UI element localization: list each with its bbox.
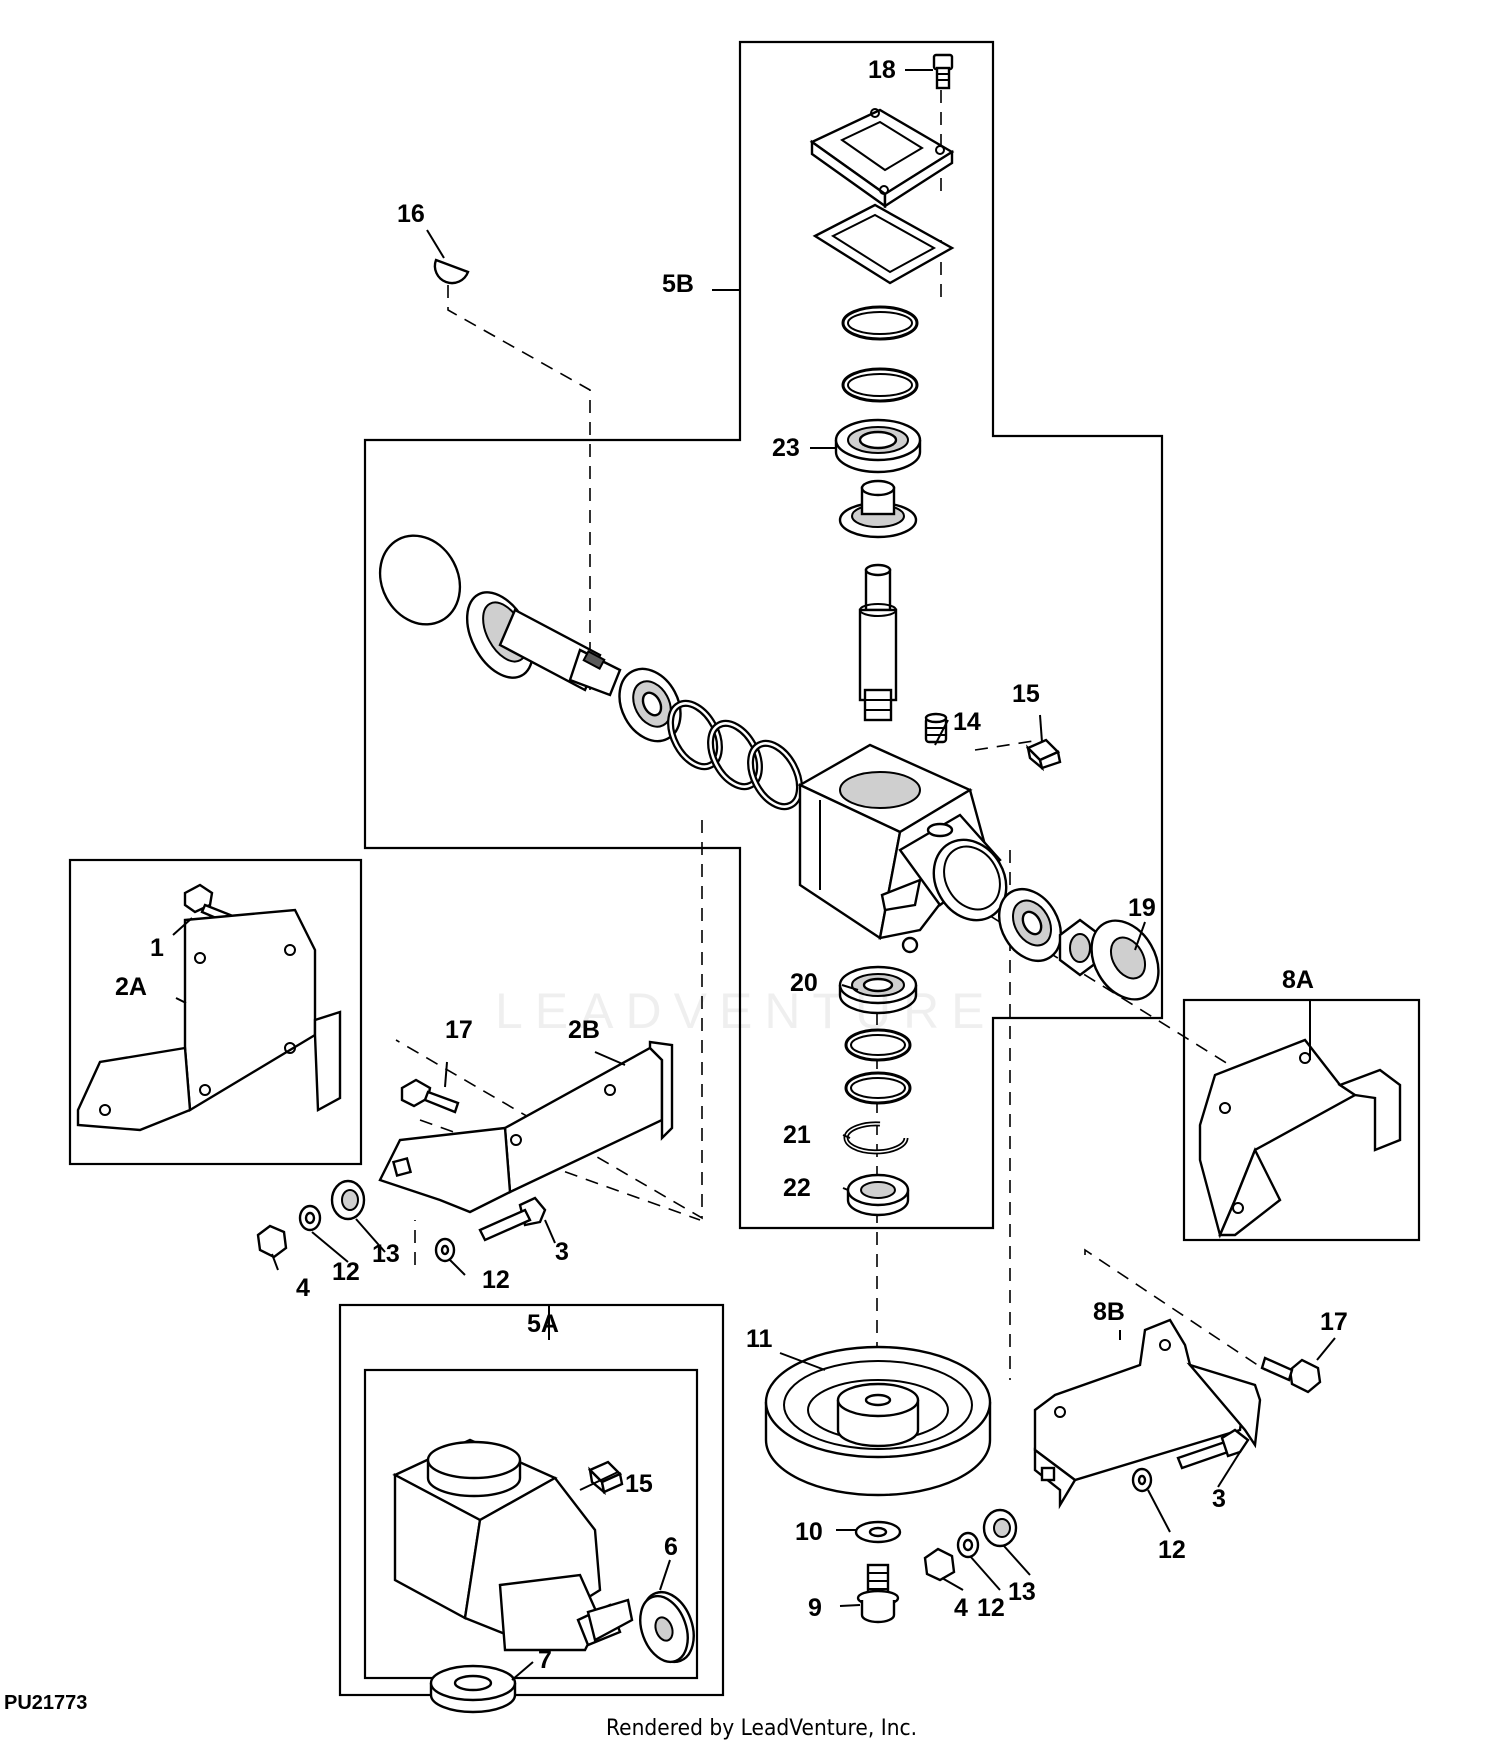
part-13-bushing-2b bbox=[330, 1179, 366, 1221]
callout-5a: 5A bbox=[527, 1310, 559, 1338]
callout-9: 9 bbox=[808, 1594, 822, 1622]
callout-12-right-a: 12 bbox=[1158, 1536, 1186, 1564]
part-9-bolt bbox=[856, 1563, 900, 1624]
gearbox-housing bbox=[797, 743, 1008, 954]
watermark: LEADVENTURE bbox=[495, 983, 997, 1039]
group-5a-outline bbox=[338, 1303, 725, 1697]
lower-o-rings bbox=[844, 1028, 912, 1105]
part-12-washer-2b-a bbox=[298, 1204, 322, 1232]
upper-o-rings bbox=[841, 305, 919, 403]
input-shaft-bearing bbox=[618, 667, 682, 743]
callout-4-left: 4 bbox=[296, 1274, 310, 1302]
callout-19: 19 bbox=[1128, 894, 1156, 922]
part-8b-bracket bbox=[1033, 1318, 1262, 1510]
part-3-bolt-2b bbox=[478, 1196, 547, 1242]
callout-10: 10 bbox=[795, 1518, 823, 1546]
callout-17-right: 17 bbox=[1320, 1308, 1348, 1336]
part-23-bearing bbox=[834, 418, 922, 474]
callout-15-top: 15 bbox=[1012, 680, 1040, 708]
callout-7: 7 bbox=[538, 1646, 552, 1674]
callout-12-left-a: 12 bbox=[332, 1258, 360, 1286]
callout-4-right: 4 bbox=[954, 1594, 968, 1622]
part-18-bolt bbox=[932, 53, 954, 90]
group-5b-outline bbox=[363, 40, 1164, 1230]
part-22-seal bbox=[846, 1173, 910, 1217]
part-12-washer-8b-a bbox=[1131, 1467, 1153, 1493]
vertical-shaft bbox=[858, 563, 898, 722]
part-8a-bracket bbox=[1198, 1038, 1402, 1239]
part-5a-gearbox bbox=[392, 1438, 634, 1652]
callout-11: 11 bbox=[746, 1325, 773, 1353]
part-15-plug-top bbox=[1025, 738, 1062, 772]
part-19-seal bbox=[1090, 919, 1160, 1001]
callout-8a: 8A bbox=[1282, 966, 1314, 994]
callout-8b: 8B bbox=[1093, 1298, 1125, 1326]
callout-15-5a: 15 bbox=[625, 1470, 653, 1498]
part-6-spacer bbox=[639, 1590, 695, 1664]
part-13-bushing-8b bbox=[982, 1508, 1018, 1548]
side-bearing bbox=[997, 888, 1063, 962]
part-17-bolt-8b bbox=[1260, 1356, 1322, 1394]
group-2a-outline bbox=[68, 858, 363, 1166]
callout-21: 21 bbox=[783, 1121, 811, 1149]
callout-16: 16 bbox=[397, 200, 425, 228]
render-credit: Rendered by LeadVenture, Inc. bbox=[606, 1716, 918, 1741]
input-shaft-o-rings bbox=[667, 699, 803, 811]
part-12-washer-2b-b bbox=[434, 1237, 456, 1263]
callout-2a: 2A bbox=[115, 973, 147, 1001]
callout-13-right: 13 bbox=[1008, 1578, 1036, 1606]
callout-5b: 5B bbox=[662, 270, 694, 298]
part-16-key bbox=[433, 258, 470, 285]
part-15-plug-5a bbox=[587, 1460, 624, 1496]
callout-20: 20 bbox=[790, 969, 818, 997]
input-shaft-cap bbox=[378, 534, 462, 626]
input-shaft bbox=[465, 591, 622, 697]
callout-18: 18 bbox=[868, 56, 896, 84]
callout-leaders bbox=[172, 69, 1336, 1681]
group-8a-outline bbox=[1182, 998, 1421, 1242]
part-21-snap-ring bbox=[843, 1121, 909, 1155]
callout-3-right: 3 bbox=[1212, 1485, 1226, 1513]
callout-1: 1 bbox=[150, 934, 164, 962]
part-4-nut-2b bbox=[256, 1224, 288, 1259]
part-4-nut-8b bbox=[923, 1547, 956, 1582]
callout-6: 6 bbox=[664, 1533, 678, 1561]
part-3-bolt-8b bbox=[1176, 1428, 1250, 1470]
shaft-seal-collar bbox=[838, 479, 918, 539]
side-nut bbox=[1058, 918, 1102, 977]
callout-12-left-b: 12 bbox=[482, 1266, 510, 1294]
callout-labels: 18 16 5B 23 15 14 19 20 21 22 1 2A 17 2B… bbox=[115, 56, 1348, 1674]
part-10-washer bbox=[854, 1520, 902, 1544]
part-12-washer-8b-b bbox=[956, 1531, 980, 1559]
callout-2b: 2B bbox=[568, 1016, 600, 1044]
part-2a-bracket bbox=[76, 908, 342, 1132]
gearbox-cover-plate bbox=[809, 108, 955, 209]
callout-23: 23 bbox=[772, 434, 800, 462]
callout-13-left: 13 bbox=[372, 1240, 400, 1268]
callout-14: 14 bbox=[953, 708, 981, 736]
callout-3-left: 3 bbox=[555, 1238, 569, 1266]
part-20-bearing bbox=[838, 965, 918, 1015]
part-11-pulley bbox=[764, 1345, 992, 1497]
part-2b-bracket bbox=[378, 1040, 674, 1214]
group-5a-inner-outline bbox=[363, 1368, 699, 1680]
part-7-washer bbox=[429, 1664, 517, 1714]
callout-22: 22 bbox=[783, 1174, 811, 1202]
callout-17-left: 17 bbox=[445, 1016, 473, 1044]
callout-12-right-b: 12 bbox=[977, 1594, 1005, 1622]
gearbox-gasket bbox=[812, 203, 955, 285]
figure-id: PU21773 bbox=[4, 1692, 88, 1714]
part-17-bolt-2b bbox=[400, 1078, 460, 1114]
